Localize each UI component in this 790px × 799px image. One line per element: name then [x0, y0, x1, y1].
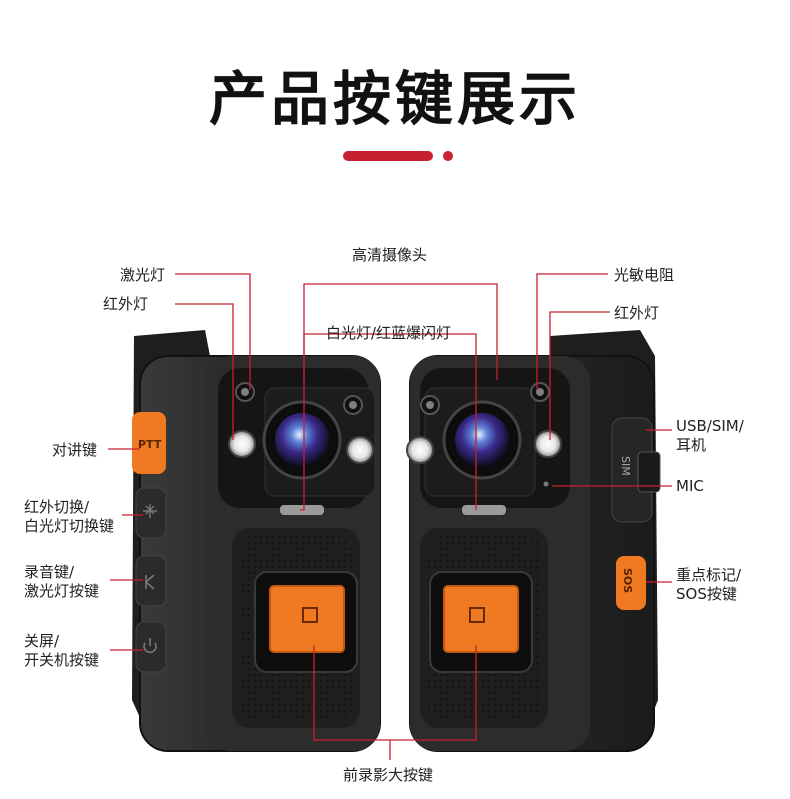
label-mic: MIC — [676, 477, 704, 495]
label-ir-light-left: 红外灯 — [103, 295, 149, 313]
sim-mark: SIM — [619, 456, 632, 476]
label-ir-switch: 红外切换/ 白光灯切换键 — [24, 498, 115, 535]
label-ir-light-right: 红外灯 — [614, 304, 660, 322]
left-device — [132, 330, 381, 752]
label-hd-camera: 高清摄像头 — [352, 246, 428, 264]
ptt-mark: PTT — [138, 438, 162, 451]
callout-lines — [108, 273, 672, 760]
label-power: 关屏/ 开关机按键 — [24, 632, 100, 669]
label-laser-light: 激光灯 — [120, 266, 166, 284]
label-white-flash: 白光灯/红蓝爆闪灯 — [326, 324, 452, 342]
label-light-sensor: 光敏电阻 — [614, 266, 675, 284]
sos-mark: SOS — [621, 568, 634, 593]
title-underline-dot — [443, 151, 453, 161]
label-record-button: 前录影大按键 — [343, 766, 434, 784]
label-record: 录音键/ 激光灯按键 — [24, 563, 100, 600]
label-usb: USB/SIM/ 耳机 — [676, 417, 744, 454]
title-underline-bar — [343, 151, 433, 161]
label-ptt: 对讲键 — [52, 441, 98, 459]
page-title: 产品按键展示 — [208, 65, 581, 133]
right-device: SIM SOS — [406, 330, 661, 752]
label-sos: 重点标记/ SOS按键 — [676, 566, 742, 603]
